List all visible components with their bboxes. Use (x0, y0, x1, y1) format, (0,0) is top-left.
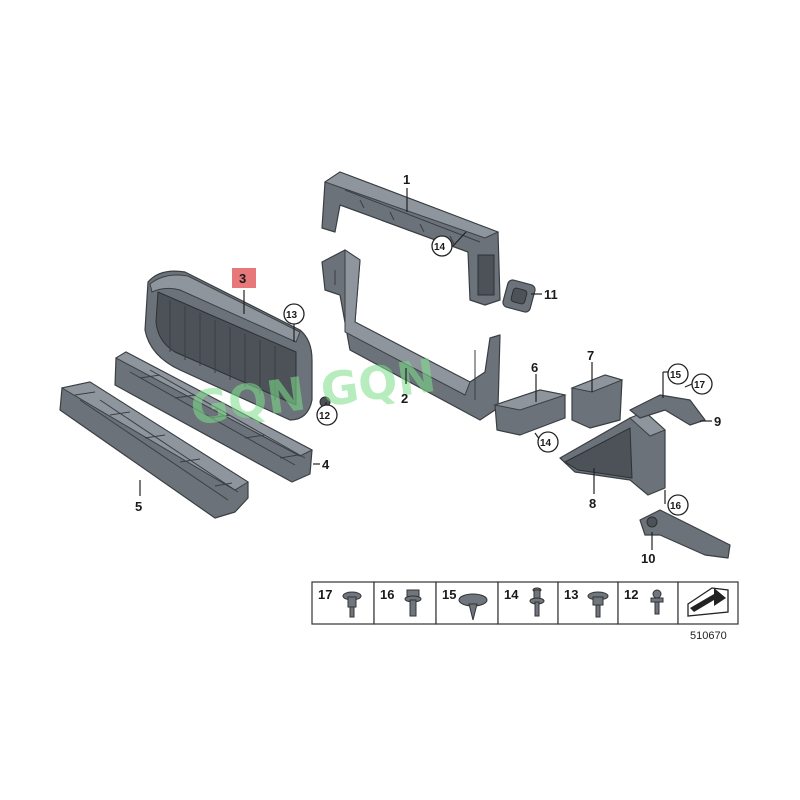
callout-15: 15 (670, 370, 682, 381)
clip-15-icon (458, 593, 488, 621)
tray-label-14: 14 (504, 587, 519, 602)
part-2-front-carrier (321, 249, 501, 421)
part-1-upper-carrier (321, 171, 501, 306)
callout-14b: 14 (540, 438, 552, 449)
callout-14a: 14 (434, 242, 446, 253)
callout-17-circle (691, 373, 713, 395)
bolt-16-icon (404, 589, 422, 617)
tray-label-15: 15 (442, 587, 456, 602)
callout-13-circle (283, 303, 305, 325)
callout-9: 9 (714, 414, 721, 429)
fastener-tray: 17 16 15 14 13 12 (311, 581, 739, 642)
callout-14b-circle (537, 431, 559, 453)
diagram-number: 510670 (690, 630, 727, 642)
callout-10: 10 (641, 551, 655, 566)
part-5-lower-air-duct (59, 381, 249, 519)
callout-7: 7 (587, 348, 594, 363)
callout-1: 1 (403, 172, 410, 187)
part-8-air-duct (559, 411, 666, 496)
callout-12: 12 (319, 411, 331, 422)
tray-cell-16 (373, 581, 437, 625)
callout-2: 2 (401, 391, 408, 406)
tray-cell-14 (497, 581, 559, 625)
reference-arrow-icon (687, 587, 729, 617)
callout-12-circle (316, 404, 338, 426)
part-10-bracket (639, 509, 731, 559)
callout-3: 3 (239, 271, 246, 286)
callout-16-circle (667, 494, 689, 516)
callout-5: 5 (135, 499, 142, 514)
part-4-air-guide (114, 351, 314, 483)
callout-13: 13 (286, 310, 298, 321)
screw-17-icon (342, 591, 362, 618)
callout-15-circle (667, 363, 689, 385)
tray-label-12: 12 (624, 587, 638, 602)
part-9-bracket (629, 394, 706, 426)
stud-12-icon (650, 589, 664, 615)
tray-cell-17 (311, 581, 375, 625)
callout-3-highlight (232, 268, 256, 288)
callout-8: 8 (589, 496, 596, 511)
callout-11: 11 (544, 287, 558, 302)
tray-label-17: 17 (318, 587, 332, 602)
callout-16: 16 (670, 501, 682, 512)
part-11-bracket (502, 279, 536, 313)
callout-4: 4 (322, 457, 330, 472)
tray-label-16: 16 (380, 587, 394, 602)
callout-labels: 1 2 3 4 5 6 7 8 9 10 11 12 13 14 14 15 1… (135, 172, 721, 566)
callout-6: 6 (531, 360, 538, 375)
callout-14a-circle (431, 235, 453, 257)
part-7-air-duct (570, 374, 624, 429)
tray-label-13: 13 (564, 587, 578, 602)
leader-lines (139, 188, 712, 550)
part-6-air-duct-bracket (493, 389, 567, 436)
screw-13-icon (587, 591, 609, 618)
pin-14-icon (529, 587, 545, 617)
callout-17: 17 (694, 380, 706, 391)
